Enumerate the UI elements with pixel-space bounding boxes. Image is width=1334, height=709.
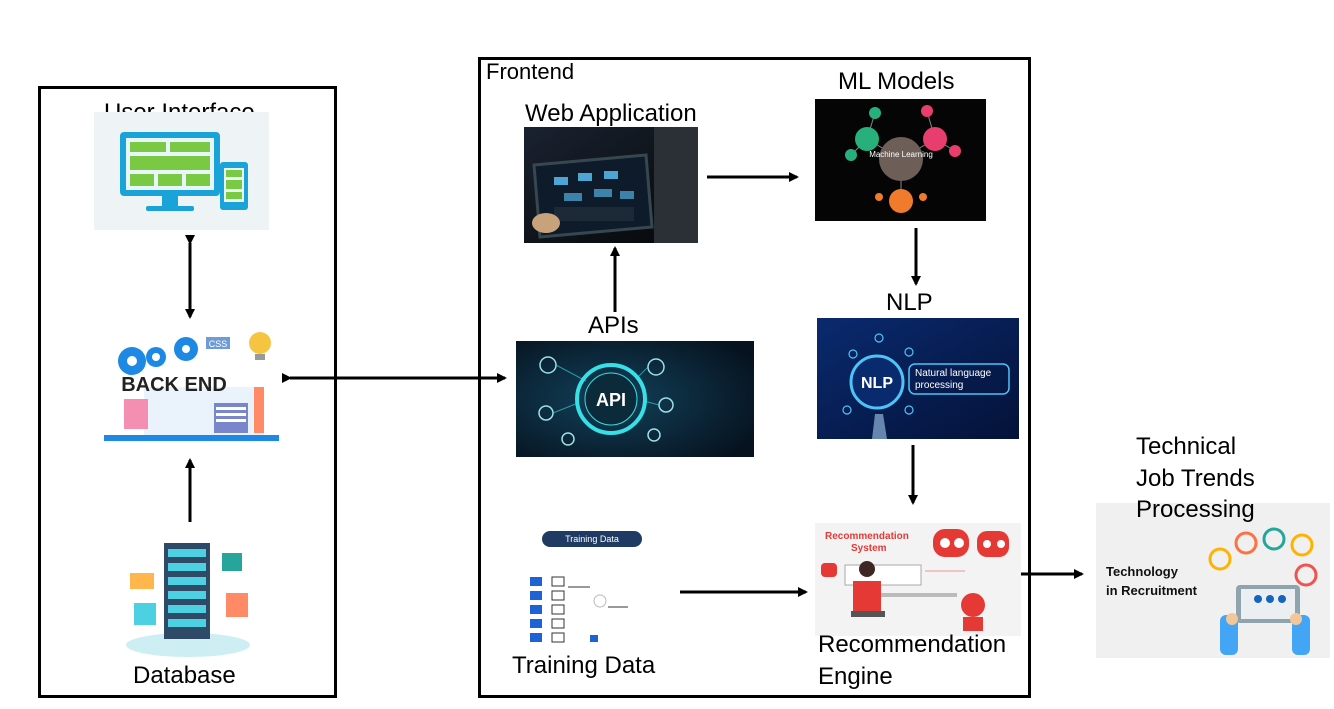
job-trends-image: Technology in Recruitment [1096,503,1330,658]
database-image [118,533,258,661]
frontend-title: Frontend [486,59,575,84]
database-label: Database [133,662,236,689]
robot-icon [933,529,969,557]
recommendation-engine-label-1: Recommendation [818,631,1007,658]
ml-models-label: ML Models [838,68,955,95]
nlp-image: NLP Natural language processing [817,318,1019,439]
user-interface-image [94,112,269,230]
ml-models-image: Machine Learning [815,99,986,221]
svg-text:processing: processing [915,380,963,391]
svg-text:NLP: NLP [861,375,893,392]
svg-text:Machine Learning: Machine Learning [869,150,933,159]
web-application-image [524,127,698,243]
apis-label: APIs [588,312,639,339]
svg-text:System: System [851,543,887,554]
svg-text:CSS: CSS [209,339,228,349]
svg-text:API: API [596,390,626,410]
svg-text:Training Data: Training Data [565,534,619,544]
nlp-label: NLP [886,289,933,316]
training-data-label: Training Data [512,652,656,679]
backend-panel [38,86,337,698]
apis-image: API [516,341,754,457]
lightbulb-icon [249,332,271,354]
job-trends-label-3: Processing [1136,496,1255,523]
svg-text:Technology: Technology [1106,564,1179,579]
svg-text:Recommendation: Recommendation [825,531,909,542]
svg-text:BACK END: BACK END [121,374,227,396]
training-data-image: Training Data [528,527,660,652]
svg-text:in Recruitment: in Recruitment [1106,583,1198,598]
job-trends-label-1: Technical [1136,433,1237,460]
recommendation-engine-label-2: Engine [818,663,893,690]
backend-image: CSS BACK END [104,327,279,444]
web-application-label: Web Application [525,100,697,127]
svg-text:Natural language: Natural language [915,368,992,379]
recommendation-engine-image: Recommendation System [815,523,1021,636]
job-trends-label-2: Job Trends [1136,465,1255,492]
